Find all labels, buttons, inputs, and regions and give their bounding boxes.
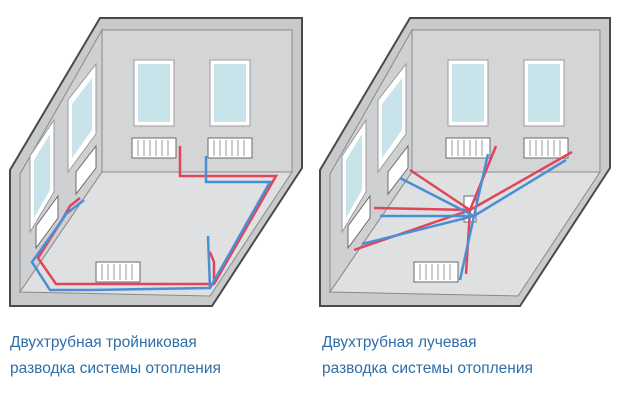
window	[447, 59, 489, 127]
radiator	[347, 194, 371, 250]
window	[29, 118, 55, 234]
window	[341, 118, 367, 234]
radiator	[387, 144, 409, 196]
supply-pipe	[208, 251, 216, 284]
radiator	[75, 144, 97, 196]
caption-line: разводка системы отопления	[322, 360, 533, 377]
tee-layout-diagram	[0, 0, 310, 320]
window	[377, 62, 407, 174]
radiator	[131, 137, 177, 159]
window	[133, 59, 175, 127]
radiator	[207, 137, 253, 159]
back-wall	[101, 29, 293, 173]
window	[209, 59, 251, 127]
radial-layout-diagram	[310, 0, 620, 320]
room-illustration-radial	[319, 17, 611, 307]
back-wall	[411, 29, 601, 173]
window	[67, 62, 97, 174]
caption-line: Двухтрубная лучевая	[322, 334, 477, 351]
floor	[329, 171, 601, 297]
radiator	[413, 261, 459, 283]
radiator	[95, 261, 141, 283]
return-pipe	[361, 153, 567, 281]
radiator	[523, 137, 569, 159]
caption-line: Двухтрубная тройниковая	[10, 334, 197, 351]
caption-line: разводка системы отопления	[10, 360, 221, 377]
room-illustration-tee	[9, 17, 303, 307]
return-pipe	[30, 156, 273, 292]
radiator	[445, 137, 491, 159]
radiator	[35, 194, 59, 250]
caption-tee: Двухтрубная тройниковая разводка системы…	[10, 330, 300, 382]
caption-radial: Двухтрубная лучевая разводка системы ото…	[322, 330, 612, 382]
return-pipe	[206, 235, 212, 289]
window	[523, 59, 565, 127]
